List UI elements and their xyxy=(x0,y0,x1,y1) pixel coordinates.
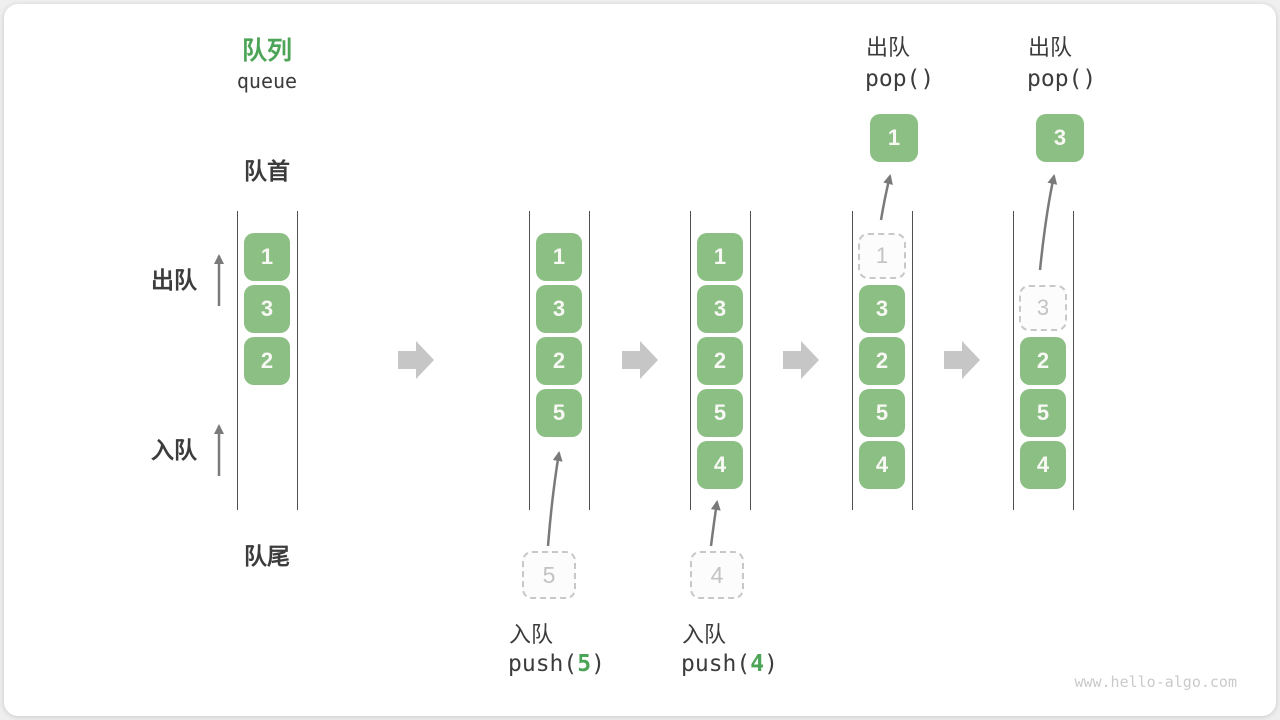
code-push-5: push(5) xyxy=(508,651,605,677)
queue4-cell: 5 xyxy=(859,389,905,437)
queue-rail-4 xyxy=(852,211,913,510)
queue4-cell: 3 xyxy=(859,285,905,333)
code-push-4-arg: 4 xyxy=(750,651,765,677)
code-pop-1: pop() xyxy=(865,66,935,92)
queue2-cell: 2 xyxy=(536,337,582,385)
label-dequeue-op-3: 出队 xyxy=(1028,35,1073,60)
label-queue-front: 队首 xyxy=(244,158,290,184)
queue4-cell: 2 xyxy=(859,337,905,385)
code-push-5-arg: 5 xyxy=(577,651,592,677)
queue3-cell: 2 xyxy=(697,337,743,385)
code-push-5-post: ) xyxy=(591,651,605,677)
code-push-4-post: ) xyxy=(764,651,778,677)
queue1-cell: 1 xyxy=(244,233,290,281)
queue2-staging-box: 5 xyxy=(522,551,576,599)
queue3-cell: 1 xyxy=(697,233,743,281)
flow-arrow-4-icon xyxy=(944,341,980,379)
queue2-cell: 1 xyxy=(536,233,582,281)
label-enqueue-side: 入队 xyxy=(151,437,197,463)
queue3-cell: 4 xyxy=(697,441,743,489)
label-enqueue-op-4: 入队 xyxy=(682,622,727,647)
label-dequeue-op-1: 出队 xyxy=(866,35,911,60)
queue-rail-5 xyxy=(1013,211,1074,510)
queue2-cell: 5 xyxy=(536,389,582,437)
diagram-title-zh: 队列 xyxy=(241,37,292,65)
queue3-staging-box: 4 xyxy=(690,551,744,599)
queue4-popped-block: 1 xyxy=(870,114,918,162)
flow-arrow-3-icon xyxy=(783,341,819,379)
label-enqueue-op-5: 入队 xyxy=(509,622,554,647)
queue5-cell: 5 xyxy=(1020,389,1066,437)
queue5-ghost-cell: 3 xyxy=(1019,285,1067,331)
label-dequeue-side: 出队 xyxy=(151,267,197,293)
flow-arrow-1-icon xyxy=(398,341,434,379)
queue5-popped-block: 3 xyxy=(1036,114,1084,162)
queue3-cell: 3 xyxy=(697,285,743,333)
queue1-cell: 3 xyxy=(244,285,290,333)
queue5-cell: 2 xyxy=(1020,337,1066,385)
diagram-title-en: queue xyxy=(236,69,298,93)
queue-rail-1 xyxy=(237,211,298,510)
queue-rail-3 xyxy=(690,211,751,510)
queue-rail-2 xyxy=(529,211,590,510)
label-queue-rear: 队尾 xyxy=(244,543,290,569)
queue5-cell: 4 xyxy=(1020,441,1066,489)
queue4-ghost-cell: 1 xyxy=(858,233,906,279)
code-push-5-pre: push( xyxy=(508,651,578,677)
code-pop-3: pop() xyxy=(1027,66,1097,92)
queue4-cell: 4 xyxy=(859,441,905,489)
code-push-4: push(4) xyxy=(681,651,778,677)
queue3-cell: 5 xyxy=(697,389,743,437)
watermark: www.hello-algo.com xyxy=(1074,673,1237,691)
flow-arrow-2-icon xyxy=(622,341,658,379)
queue1-cell: 2 xyxy=(244,337,290,385)
queue2-cell: 3 xyxy=(536,285,582,333)
code-push-4-pre: push( xyxy=(681,651,751,677)
